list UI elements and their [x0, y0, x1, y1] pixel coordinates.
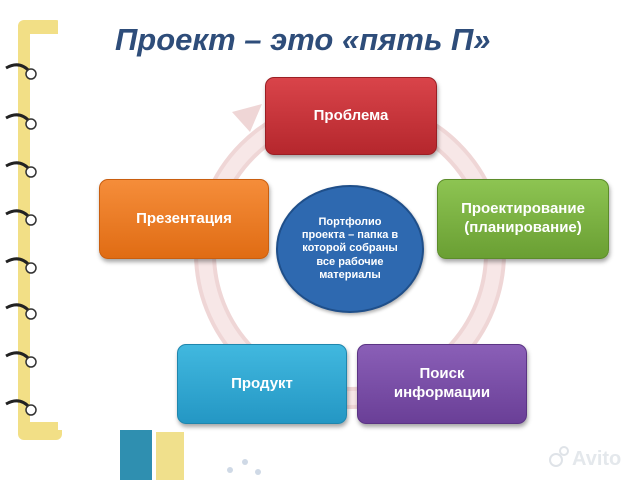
watermark-text: Avito	[572, 448, 621, 470]
node-presentation: Презентация	[99, 179, 269, 259]
avito-watermark: Avito	[549, 446, 621, 470]
ring-arrowhead	[232, 104, 262, 132]
node-design-label: Проектирование (планирование)	[461, 200, 585, 236]
node-problem: Проблема	[265, 77, 437, 155]
node-product: Продукт	[177, 344, 347, 424]
node-product-label: Продукт	[231, 374, 293, 392]
node-design: Проектирование (планирование)	[437, 179, 609, 259]
node-search: Поиск информации	[357, 344, 527, 424]
center-label: Портфолио проекта – папка в которой собр…	[301, 216, 399, 281]
center-portfolio: Портфолио проекта – папка в которой собр…	[276, 185, 424, 313]
node-problem-label: Проблема	[313, 106, 389, 124]
node-search-label: Поиск информации	[393, 365, 491, 401]
node-presentation-label: Презентация	[136, 209, 232, 227]
page-title: Проект – это «пять П»	[115, 22, 491, 57]
